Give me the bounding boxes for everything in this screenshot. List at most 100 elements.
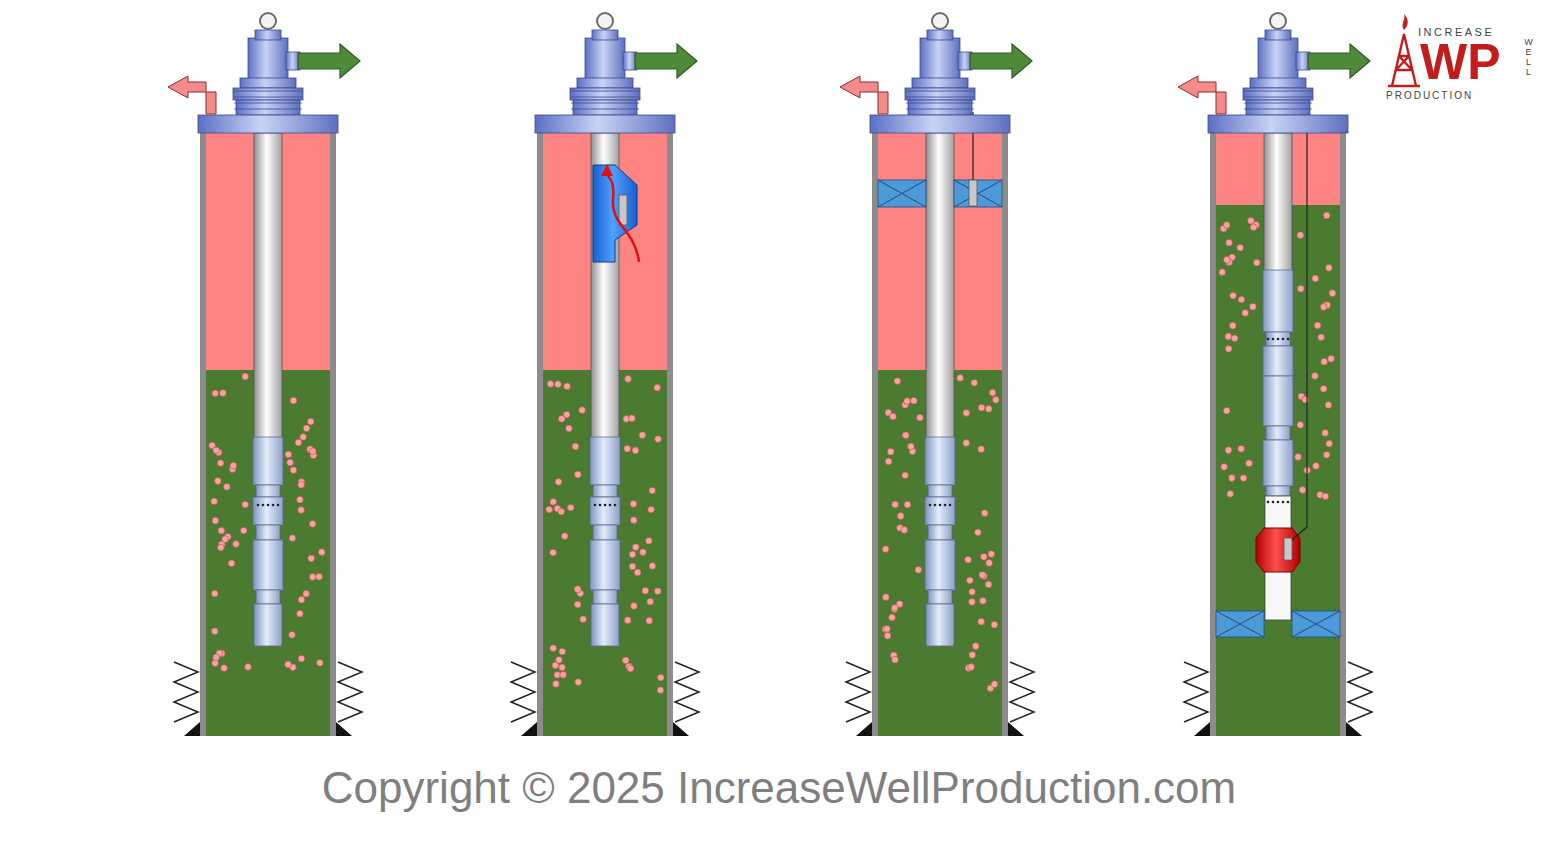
intake-port (257, 504, 260, 507)
gas-bubble (978, 618, 985, 625)
gas-bubble (1297, 232, 1304, 239)
casing-shoe (1194, 722, 1210, 736)
casing-shoe (673, 722, 689, 736)
intake-port (1267, 501, 1270, 504)
pump-intake (253, 497, 283, 525)
perforation-mark (511, 662, 535, 722)
gas-bubble (1313, 463, 1320, 470)
packer-cross (1292, 611, 1340, 637)
production-arrow (1308, 44, 1370, 78)
gas-bubble (887, 448, 894, 455)
flange-line (1244, 103, 1312, 104)
pump-motor (253, 540, 283, 590)
annulus-gas-arrow (168, 76, 216, 114)
derrick-flame (1403, 14, 1408, 30)
gas-bubble (917, 414, 924, 421)
casing-shoe (336, 722, 352, 736)
gas-bubble (1297, 421, 1304, 428)
gas-bubble (213, 447, 220, 454)
gas-bubble (1318, 334, 1325, 341)
flange-line (571, 103, 639, 104)
wellhead-spool (912, 78, 968, 88)
gas-bubble (910, 397, 917, 404)
gas-bubble (222, 536, 229, 543)
packer-element (1216, 611, 1264, 637)
gas-bubble (245, 664, 252, 671)
gas-bubble (212, 517, 219, 524)
pump-collar (593, 485, 617, 497)
well-2 (511, 13, 699, 736)
gas-bubble (289, 535, 296, 542)
pump-intake (925, 497, 955, 525)
casing-shoe (1008, 722, 1024, 736)
gas-bubble (1219, 269, 1226, 276)
gas-bubble (1240, 475, 1247, 482)
perforation-mark (1184, 662, 1208, 722)
gas-bubble (1295, 453, 1302, 460)
gas-bubble (1229, 322, 1236, 329)
gas-bubble (564, 383, 571, 390)
gas-bubble (1322, 493, 1329, 500)
pump-section (925, 437, 955, 485)
wellhead-body (585, 38, 625, 82)
gas-bubble (1227, 490, 1234, 497)
gas-column (543, 133, 667, 736)
wellhead-spool (1246, 100, 1310, 115)
gas-bubble (965, 556, 972, 563)
gas-bubble (1225, 333, 1232, 340)
gas-column (878, 133, 1002, 736)
wellhead-spool (577, 78, 633, 88)
gas-bubble (624, 445, 631, 452)
casing-wall (1210, 115, 1346, 736)
pump-collar (593, 525, 617, 540)
intake-port (267, 504, 270, 507)
gas-bubble (550, 498, 557, 505)
flow-arrow-head (601, 164, 613, 176)
gas-bubble (1238, 445, 1245, 452)
gas-bubble (559, 648, 566, 655)
intake-port (949, 504, 952, 507)
intake-port (1282, 501, 1285, 504)
gas-bubble (572, 443, 579, 450)
gas-bubble (308, 555, 315, 562)
wellhead-spool (1243, 88, 1313, 100)
wellhead-spool (573, 100, 637, 115)
intake-port (1272, 338, 1275, 341)
gas-bubble (297, 496, 304, 503)
intake-port (609, 504, 612, 507)
flange-line (906, 97, 974, 98)
gas-bubble (567, 504, 574, 511)
gas-bubble (309, 520, 316, 527)
intake-port (1287, 501, 1290, 504)
gas-bubble (575, 679, 582, 686)
gas-bubble (904, 398, 911, 405)
separator-valve (619, 195, 627, 225)
well-1 (168, 13, 362, 736)
gas-bubble (991, 621, 998, 628)
flange-line (1244, 97, 1312, 98)
casing-shoe (521, 722, 537, 736)
gas-bubble (240, 527, 247, 534)
intake-port (604, 504, 607, 507)
intake-port (1282, 338, 1285, 341)
derrick-icon (1388, 34, 1420, 86)
gas-bubble (298, 655, 305, 662)
gas-bubble (978, 404, 985, 411)
gas-bubble (558, 508, 565, 515)
intake-port (272, 504, 275, 507)
casing-wall (537, 115, 673, 736)
downhole-valve (1256, 528, 1300, 572)
intake-port (1277, 501, 1280, 504)
gas-bubble (559, 664, 566, 671)
packer-element (954, 180, 1002, 207)
gas-bubble (882, 594, 889, 601)
gas-bubble (892, 656, 899, 663)
intake-port (614, 504, 617, 507)
gas-bubble (631, 603, 638, 610)
gas-bubble (1223, 407, 1230, 414)
wellhead-cap (1265, 30, 1291, 40)
gas-bubble (654, 384, 661, 391)
gas-bubble (882, 546, 889, 553)
perforation-mark (1010, 662, 1034, 722)
